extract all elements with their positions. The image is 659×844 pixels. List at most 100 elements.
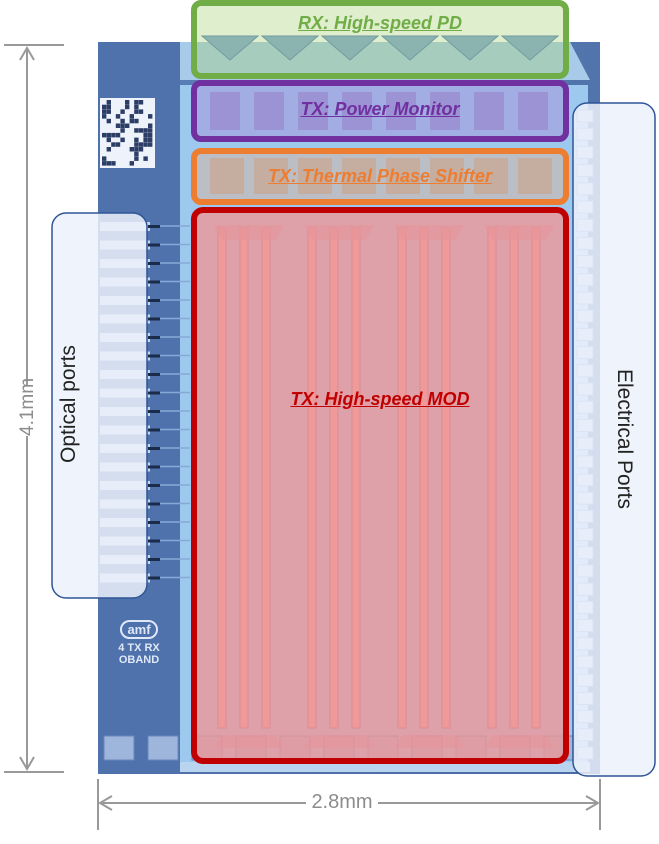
pm-element: [342, 92, 372, 130]
qr-module: [120, 109, 125, 114]
qr-module: [143, 156, 148, 161]
pd-tooth: [200, 35, 260, 61]
height-dimension-label: 4.1mm: [17, 377, 39, 436]
qr-module: [148, 123, 153, 128]
pm-element: [254, 92, 284, 130]
tps-element: [210, 158, 244, 194]
electrical-ports-label: Electrical Ports: [613, 368, 636, 510]
optical-ports-box: [51, 212, 148, 599]
qr-module: [143, 132, 148, 138]
qr-module: [120, 128, 125, 133]
optical-port-tip: [148, 299, 160, 302]
qr-module: [129, 161, 134, 166]
qr-module: [148, 137, 153, 143]
tps-element: [298, 158, 332, 194]
qr-module: [134, 137, 139, 143]
qr-module: [115, 123, 121, 128]
qr-module: [125, 123, 130, 128]
pd-tooth: [260, 35, 320, 61]
pm-element: [474, 92, 504, 130]
qr-module: [111, 161, 116, 166]
amf-logo-brand: amf: [120, 620, 158, 639]
optical-port-tip: [148, 465, 160, 469]
qr-module: [115, 142, 121, 147]
optical-ports-label: Optical ports: [57, 345, 80, 463]
qr-module: [125, 100, 130, 105]
optical-port-tip: [148, 576, 160, 580]
qr-module: [106, 147, 111, 152]
pd-tooth: [440, 35, 500, 61]
qr-module: [115, 132, 121, 138]
qr-module: [129, 114, 134, 119]
qr-module: [138, 100, 144, 105]
qr-code: [100, 98, 155, 168]
optical-port-tip: [148, 336, 160, 339]
qr-module: [148, 142, 153, 147]
qr-module: [129, 147, 134, 152]
pm-element: [298, 92, 328, 130]
qr-module: [120, 118, 125, 124]
qr-module: [106, 137, 111, 143]
optical-port-tip: [148, 262, 160, 265]
qr-module: [134, 142, 139, 147]
amf-logo-line2: OBAND: [118, 654, 160, 666]
optical-port-tip: [148, 410, 160, 413]
bottom-strip: [180, 762, 590, 772]
optical-port-tip: [148, 558, 160, 561]
tx-pm-box: [191, 80, 569, 142]
optical-port-tip: [148, 428, 160, 432]
qr-module: [143, 142, 148, 147]
qr-module: [134, 118, 139, 124]
pm-element: [430, 92, 460, 130]
optical-port-tip: [148, 317, 160, 321]
qr-module: [120, 123, 125, 128]
tx-tps-label: TX: Thermal Phase Shifter: [267, 166, 493, 186]
optical-port-tip: [148, 539, 160, 543]
optical-port-tip: [148, 243, 160, 247]
optical-port-tip: [148, 521, 160, 524]
tx-tps-box: [191, 148, 569, 205]
qr-module: [111, 132, 116, 138]
qr-module: [134, 109, 139, 114]
qr-module: [120, 137, 125, 143]
pm-element: [518, 92, 548, 130]
qr-module: [129, 118, 134, 124]
qr-module: [134, 151, 139, 157]
qr-module: [106, 132, 111, 138]
optical-port-tip: [148, 280, 160, 284]
pd-tooth: [380, 35, 440, 61]
optical-port-tip: [148, 373, 160, 376]
tps-element: [254, 158, 288, 194]
qr-module: [134, 156, 139, 161]
rx-pd-box: [191, 0, 569, 79]
tx-pm-label: TX: Power Monitor: [300, 99, 460, 119]
pm-element: [210, 92, 240, 130]
pm-element: [386, 92, 416, 130]
qr-module: [134, 104, 139, 110]
power-monitor-shapes: [210, 92, 548, 130]
tps-element: [474, 158, 508, 194]
amf-logo: amf 4 TX RX OBAND: [104, 620, 174, 666]
tps-element: [518, 158, 552, 194]
qr-module: [102, 109, 107, 114]
qr-module: [125, 104, 130, 110]
optical-port-tip: [148, 391, 160, 395]
qr-module: [115, 114, 121, 119]
qr-module: [143, 137, 148, 143]
qr-module: [111, 142, 116, 147]
qr-module: [148, 132, 153, 138]
tps-element: [386, 158, 420, 194]
qr-module: [134, 147, 139, 152]
qr-module: [138, 109, 144, 114]
qr-module: [106, 100, 111, 105]
bottom-pad: [147, 735, 179, 761]
qr-module: [143, 128, 148, 133]
electrical-ports-box: [572, 102, 656, 777]
bottom-pad: [103, 735, 135, 761]
qr-module: [138, 147, 144, 152]
qr-module: [102, 104, 107, 110]
qr-module: [102, 156, 107, 161]
qr-module: [134, 128, 139, 133]
optical-port-tip: [148, 447, 160, 450]
